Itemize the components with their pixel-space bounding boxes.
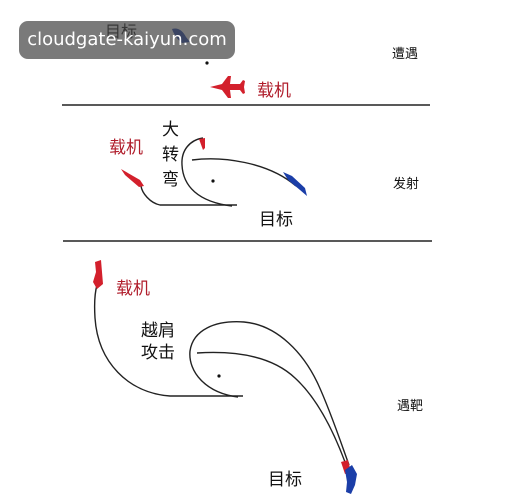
own-aircraft-icon — [121, 169, 144, 187]
target-label: 目标 — [259, 210, 293, 230]
target-path — [191, 158, 297, 187]
aircraft-label: 载机 — [257, 81, 291, 101]
phase-label: 发射 — [393, 176, 419, 192]
target-aircraft-icon — [345, 465, 357, 494]
over-shoulder-path — [189, 321, 350, 466]
panel-intercept: 载机 越肩 攻击 目标 遇靶 — [93, 260, 423, 494]
maneuver-label-char: 弯 — [162, 170, 179, 190]
maneuver-label-char: 大 — [162, 120, 179, 140]
position-dot — [211, 179, 215, 183]
missile-icon — [199, 138, 205, 150]
aircraft-label: 载机 — [116, 279, 150, 299]
maneuver-label-char: 转 — [162, 145, 179, 165]
own-aircraft-icon — [93, 260, 103, 289]
maneuver-label-line: 攻击 — [141, 343, 175, 363]
target-aircraft-icon — [283, 172, 307, 196]
panel-launch: 载机 大 转 弯 目标 发射 — [109, 120, 419, 230]
own-aircraft-path — [93, 284, 243, 397]
own-aircraft-path — [140, 185, 237, 206]
phase-label: 遇靶 — [397, 399, 423, 414]
own-aircraft-icon — [210, 76, 245, 98]
position-dot — [205, 61, 209, 65]
position-dot — [217, 374, 221, 378]
aircraft-label: 载机 — [109, 138, 143, 158]
target-label: 目标 — [268, 470, 302, 490]
turn-path — [181, 137, 233, 207]
maneuver-label-line: 越肩 — [141, 321, 175, 341]
target-path — [196, 351, 346, 463]
watermark-overlay: cloudgate-kaiyun.com — [19, 21, 235, 59]
phase-label: 遭遇 — [392, 47, 418, 62]
